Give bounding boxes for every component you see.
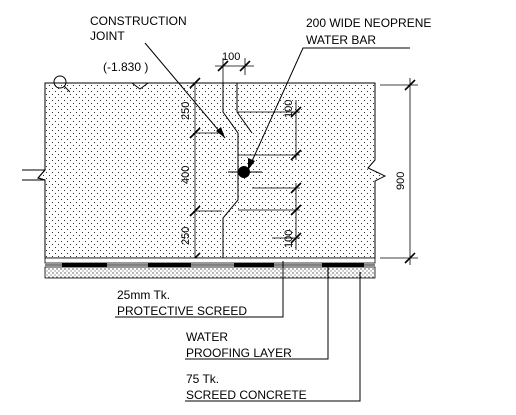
level-marker: [53, 75, 170, 93]
left-break-line: [22, 169, 47, 181]
svg-text:SCREED CONCRETE: SCREED CONCRETE: [186, 388, 307, 402]
leader-construction-joint: [144, 42, 226, 139]
svg-text:PROOFING LAYER: PROOFING LAYER: [186, 346, 292, 360]
leader-waterproofing: [185, 265, 329, 360]
screed-concrete-layer: [44, 266, 376, 279]
label-screed-concrete: 75 Tk. SCREED CONCRETE: [186, 372, 307, 402]
concrete-slab: [37, 82, 387, 259]
svg-text:PROTECTIVE SCREED: PROTECTIVE SCREED: [117, 304, 247, 318]
dim-waterbar-width: 100: [222, 51, 240, 63]
svg-text:25mm Tk.: 25mm Tk.: [117, 288, 170, 302]
svg-text:WATER BAR: WATER BAR: [306, 33, 376, 47]
overall-depth-dimension: [380, 78, 418, 265]
waterbar-width-dimension: [215, 58, 254, 92]
label-waterbar: 200 WIDE NEOPRENE WATER BAR: [306, 16, 431, 47]
dim-lower-segment: 250: [180, 227, 192, 245]
svg-text:JOINT: JOINT: [90, 29, 125, 43]
label-protective-screed: 25mm Tk. PROTECTIVE SCREED: [117, 288, 247, 318]
construction-joint-line: [222, 83, 253, 258]
leader-protective-screed: [115, 261, 284, 318]
label-waterproofing: WATER PROOFING LAYER: [186, 330, 292, 360]
dim-upper-offset: 100: [283, 100, 295, 118]
lower-offset-dimension: [238, 182, 302, 250]
dim-lower-offset: 100: [283, 230, 295, 248]
svg-text:CONSTRUCTION: CONSTRUCTION: [90, 14, 187, 28]
level-label: (-1.830 ): [103, 60, 148, 74]
svg-text:200 WIDE NEOPRENE: 200 WIDE NEOPRENE: [306, 16, 431, 30]
protective-screed-layer: [44, 257, 376, 264]
svg-text:WATER: WATER: [186, 330, 228, 344]
waterproofing-membrane: [45, 263, 375, 267]
leader-screed-concrete: [185, 272, 361, 402]
dim-total-depth: 900: [395, 172, 407, 190]
dim-upper-segment: 250: [180, 102, 192, 120]
left-dimension-string: [189, 77, 222, 264]
leader-waterbar: [247, 47, 410, 171]
dim-middle-segment: 400: [180, 166, 192, 184]
label-construction-joint: CONSTRUCTION JOINT: [90, 14, 187, 43]
upper-offset-dimension: [238, 100, 302, 161]
svg-text:75 Tk.: 75 Tk.: [186, 372, 219, 386]
